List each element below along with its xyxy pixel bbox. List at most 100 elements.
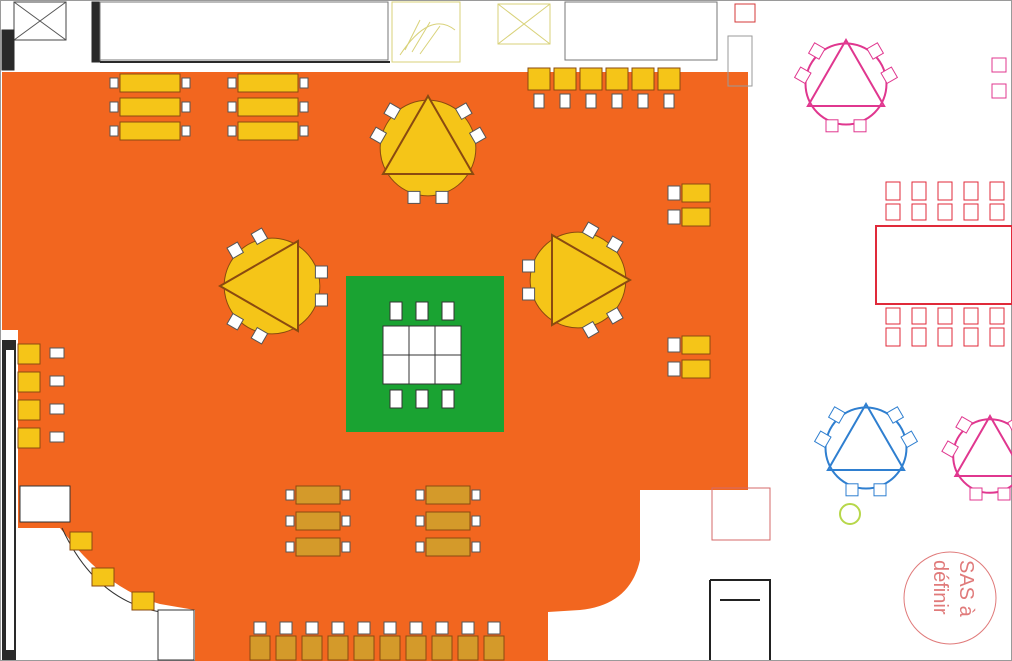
chair-icon xyxy=(807,42,826,60)
chair-icon xyxy=(471,541,481,553)
table-icon xyxy=(285,537,351,557)
sas-circle xyxy=(903,551,997,645)
stage-chair xyxy=(389,301,403,321)
right-item-red xyxy=(734,3,756,23)
conference-table-top xyxy=(875,225,1012,305)
table-top xyxy=(295,537,341,557)
chair-icon xyxy=(937,327,953,347)
chair-icon xyxy=(109,125,119,137)
chair-icon xyxy=(487,621,501,635)
chair-icon xyxy=(227,77,237,89)
triangle-table-base xyxy=(804,42,888,126)
chair-icon xyxy=(409,621,423,635)
table-icon xyxy=(227,97,309,117)
staircase-icon xyxy=(391,1,551,63)
chair-icon xyxy=(383,102,402,121)
furniture-layer xyxy=(17,38,1012,661)
chair-icon xyxy=(49,431,65,443)
wall-seat xyxy=(17,427,41,449)
counter-seat xyxy=(579,67,603,91)
table-top xyxy=(237,97,299,117)
triangle-table-icon xyxy=(793,38,899,133)
left-equipment xyxy=(19,485,71,523)
staircase-steps xyxy=(404,19,441,55)
chair-icon xyxy=(963,327,979,347)
triangle-table-top xyxy=(217,239,300,333)
chair-icon xyxy=(989,307,1005,325)
chair-icon xyxy=(637,93,649,109)
counter-seat xyxy=(657,67,681,91)
service-box xyxy=(497,3,551,45)
table-icon xyxy=(227,121,309,141)
chair-icon xyxy=(468,126,487,145)
chair-icon xyxy=(667,337,681,353)
table-top xyxy=(237,121,299,141)
chair-icon xyxy=(299,77,309,89)
wall-seat xyxy=(681,183,711,203)
chair-icon xyxy=(827,406,846,424)
chair-icon xyxy=(226,241,245,260)
chair-icon xyxy=(522,259,536,273)
triangle-table-icon xyxy=(217,227,328,345)
chair-icon xyxy=(963,181,979,201)
chair-icon xyxy=(997,487,1011,501)
bottom-seat xyxy=(327,635,349,661)
chair-icon xyxy=(991,83,1007,99)
chair-icon xyxy=(49,403,65,415)
table-top xyxy=(237,73,299,93)
stage-chair xyxy=(441,389,455,409)
right-cabinet-top xyxy=(727,35,753,87)
wall-seat xyxy=(681,335,711,355)
chair-icon xyxy=(285,489,295,501)
triangle-table-top xyxy=(550,233,633,327)
chair-icon xyxy=(314,293,328,307)
sas-label-line1: SAS à xyxy=(955,560,977,618)
triangle-table-base xyxy=(824,406,908,490)
sas-label-line2: définir xyxy=(929,560,951,615)
chair-icon xyxy=(885,203,901,221)
chair-icon xyxy=(299,101,309,113)
chair-icon xyxy=(383,621,397,635)
chair-icon xyxy=(963,203,979,221)
table-icon xyxy=(109,121,191,141)
bottom-seat xyxy=(431,635,453,661)
chair-icon xyxy=(937,181,953,201)
triangle-table-icon xyxy=(813,402,919,497)
chair-icon xyxy=(415,515,425,527)
bottom-seat xyxy=(457,635,479,661)
top-walls xyxy=(1,1,718,71)
chair-icon xyxy=(585,93,597,109)
chair-icon xyxy=(314,265,328,279)
wall-seat xyxy=(681,359,711,379)
counter-seat xyxy=(631,67,655,91)
chair-icon xyxy=(900,430,919,449)
chair-icon xyxy=(955,415,973,434)
table-icon xyxy=(415,485,481,505)
chair-icon xyxy=(911,181,927,201)
chair-icon xyxy=(667,185,681,201)
right-annex xyxy=(709,3,771,660)
chair-icon xyxy=(454,102,473,121)
table-top xyxy=(119,97,181,117)
chair-icon xyxy=(461,621,475,635)
chair-icon xyxy=(369,126,388,145)
right-room-block xyxy=(711,487,771,541)
stage-chair xyxy=(441,301,455,321)
triangle-table-icon xyxy=(941,414,1012,501)
stage-chair xyxy=(389,389,403,409)
table-icon xyxy=(285,511,351,531)
staircase-outline xyxy=(391,1,461,63)
chair-icon xyxy=(941,440,959,459)
chair-icon xyxy=(357,621,371,635)
chair-icon xyxy=(813,430,832,449)
wall-seat xyxy=(17,399,41,421)
chair-icon xyxy=(407,190,421,204)
table-top xyxy=(425,511,471,531)
bottom-seat xyxy=(379,635,401,661)
table-icon xyxy=(227,73,309,93)
bottom-seat xyxy=(405,635,427,661)
chair-icon xyxy=(341,489,351,501)
chair-icon xyxy=(250,326,269,345)
chair-icon xyxy=(285,541,295,553)
triangle-table-top xyxy=(806,38,886,107)
